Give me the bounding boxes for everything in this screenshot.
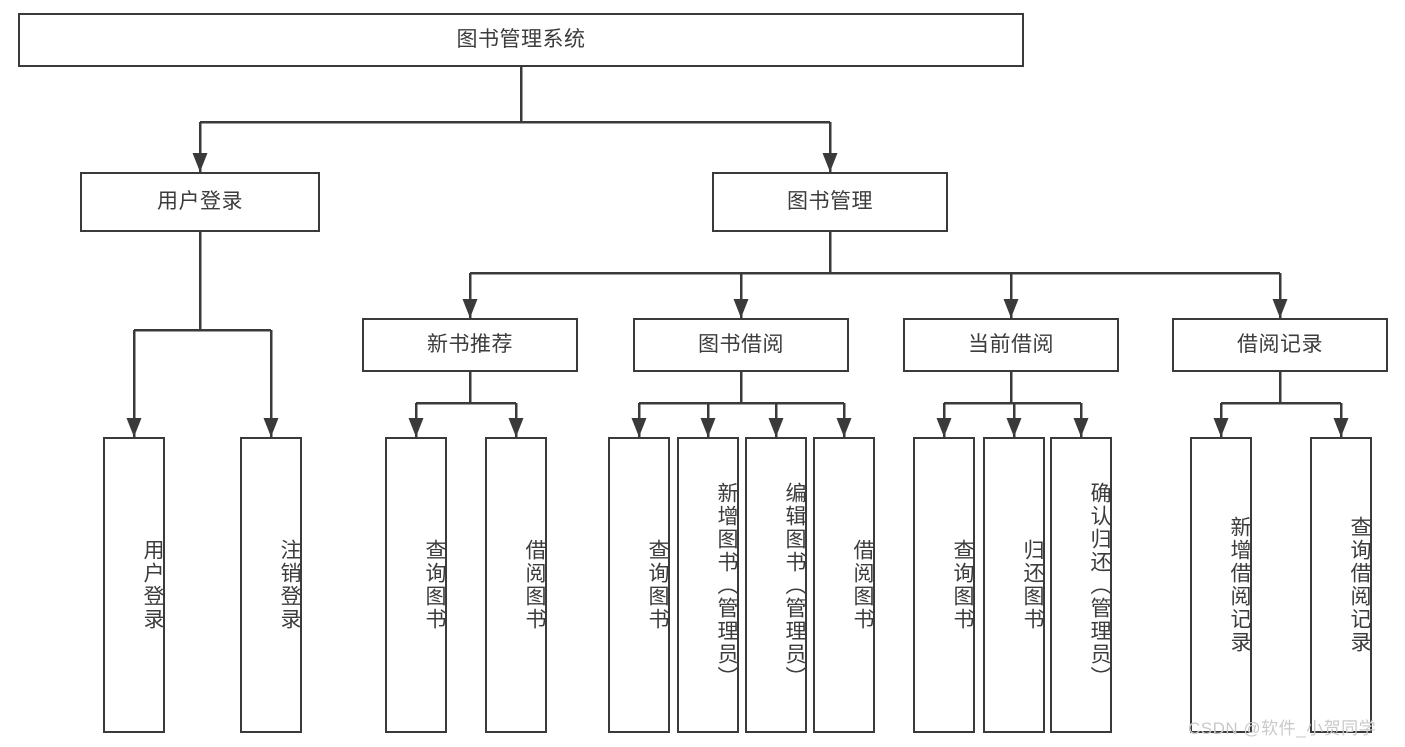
node-label: 查询图书 [646,539,669,631]
node-label: 图书管理系统 [456,27,586,51]
node-leaf-bb-add[interactable]: 新增图书（管理员） [677,437,739,733]
node-new-book-rec[interactable]: 新书推荐 [362,318,578,372]
node-leaf-bb-query[interactable]: 查询图书 [608,437,670,733]
node-label: 编辑图书（管理员） [783,481,806,689]
node-label: 当前借阅 [968,332,1054,356]
node-leaf-cb-query[interactable]: 查询图书 [913,437,975,733]
node-label: 查询图书 [951,539,974,631]
node-label: 借阅图书 [523,539,546,631]
node-label: 图书借阅 [698,332,784,356]
node-borrow-record[interactable]: 借阅记录 [1172,318,1388,372]
node-label: 用户登录 [157,189,243,213]
node-leaf-bb-edit[interactable]: 编辑图书（管理员） [745,437,807,733]
node-leaf-cb-confirm[interactable]: 确认归还（管理员） [1050,437,1112,733]
node-leaf-user-login[interactable]: 用户登录 [103,437,165,733]
node-root[interactable]: 图书管理系统 [18,13,1024,67]
node-label: 图书管理 [787,189,873,213]
node-leaf-br-add[interactable]: 新增借阅记录 [1190,437,1252,733]
node-book-borrow[interactable]: 图书借阅 [633,318,849,372]
node-label: 归还图书 [1021,539,1044,631]
node-label: 新增图书（管理员） [715,481,738,689]
node-label: 查询借阅记录 [1348,516,1371,654]
node-label: 确认归还（管理员） [1088,481,1111,689]
node-label: 注销登录 [278,539,301,631]
node-label: 借阅记录 [1237,332,1323,356]
node-book-manage[interactable]: 图书管理 [712,172,948,232]
node-leaf-bb-borrow[interactable]: 借阅图书 [813,437,875,733]
node-label: 用户登录 [141,539,164,631]
node-leaf-rec-query[interactable]: 查询图书 [385,437,447,733]
node-label: 新增借阅记录 [1228,516,1251,654]
node-current-borrow[interactable]: 当前借阅 [903,318,1119,372]
node-leaf-br-query[interactable]: 查询借阅记录 [1310,437,1372,733]
node-label: 新书推荐 [427,332,513,356]
node-leaf-cb-return[interactable]: 归还图书 [983,437,1045,733]
node-user-login[interactable]: 用户登录 [80,172,320,232]
csdn-watermark: CSDN @软件_小贺同学 [1188,719,1377,738]
node-leaf-rec-borrow[interactable]: 借阅图书 [485,437,547,733]
node-label: 借阅图书 [851,539,874,631]
node-label: 查询图书 [423,539,446,631]
node-leaf-user-logout[interactable]: 注销登录 [240,437,302,733]
